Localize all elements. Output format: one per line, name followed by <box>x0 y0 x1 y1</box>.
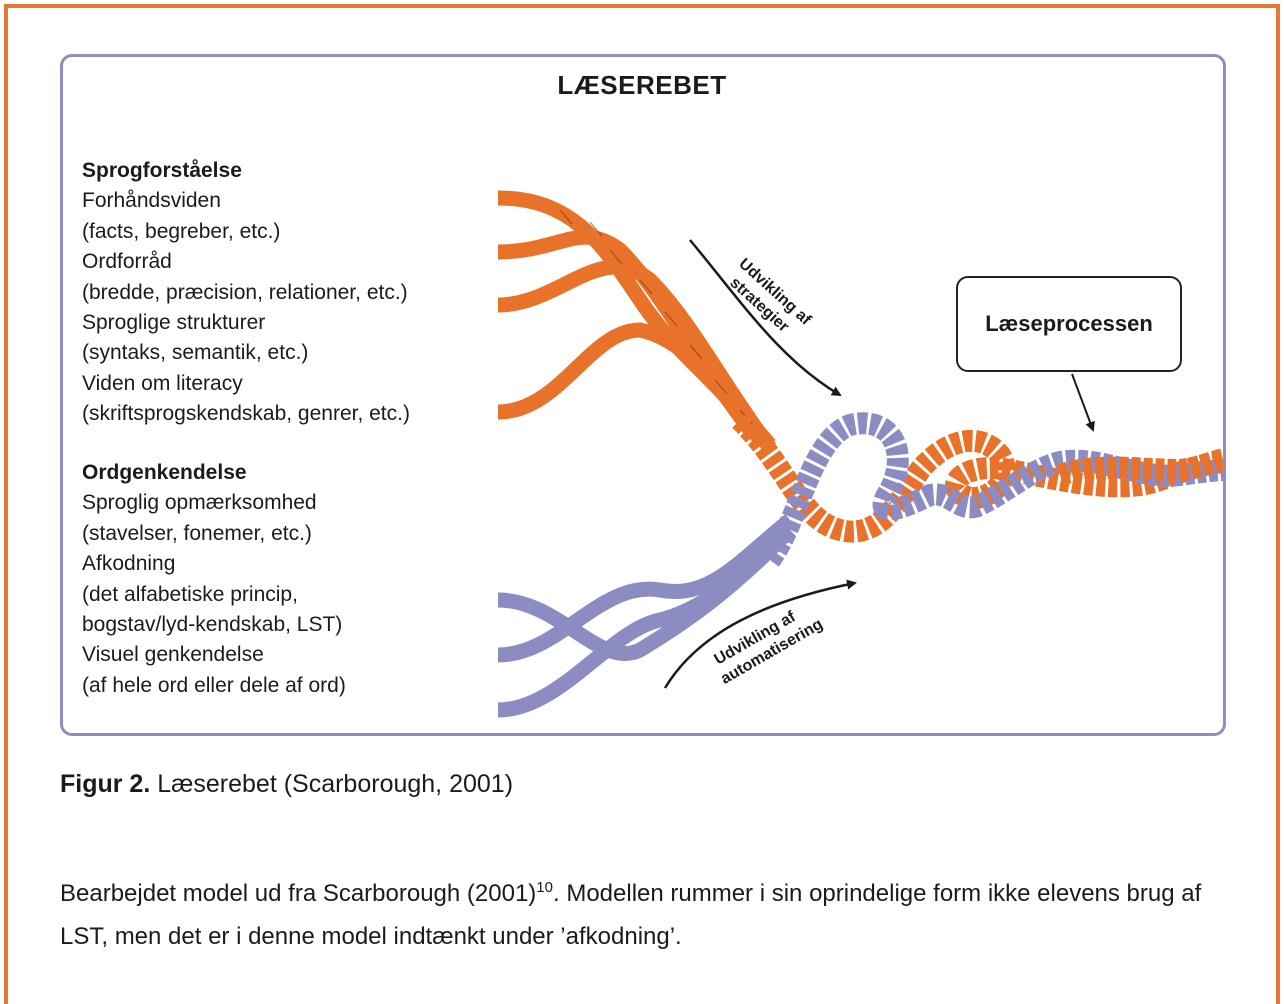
purple-strand <box>497 524 796 718</box>
figure-box <box>60 54 1226 736</box>
process-pointer-arrow <box>1071 373 1095 432</box>
word-recognition-item: (af hele ord eller dele af ord) <box>82 673 346 697</box>
strategies-arrow <box>689 239 842 397</box>
language-item: (facts, begreber, etc.) <box>82 219 281 243</box>
automation-arrow <box>663 579 857 689</box>
language-strands <box>497 190 777 453</box>
language-item: Forhåndsviden <box>82 189 221 213</box>
figure-note: Bearbejdet model ud fra Scarborough (200… <box>60 866 1240 958</box>
figure-title: LÆSEREBET <box>557 70 727 100</box>
orange-rope <box>732 412 1223 543</box>
caption-label: Figur 2. <box>60 770 151 798</box>
note-text-continued: . Modellen rummer i sin oprindelige form… <box>60 880 1202 950</box>
word-recognition-item: Sproglig opmærksomhed <box>82 491 317 515</box>
word-recognition-list: Ordgenkendelse Sproglig opmærksomhed (st… <box>82 458 346 701</box>
language-item: Viden om literacy <box>82 371 243 395</box>
word-recognition-item: Visuel genkendelse <box>82 643 264 667</box>
automation-label: Udvikling af automatisering <box>708 598 826 687</box>
word-recognition-heading: Ordgenkendelse <box>82 461 247 484</box>
note-text: Bearbejdet model ud fra Scarborough (200… <box>60 880 537 907</box>
purple-strand <box>497 514 795 663</box>
page-frame <box>4 4 1280 1004</box>
word-recognition-strands <box>497 514 796 718</box>
word-recognition-item: (stavelser, fonemer, etc.) <box>82 521 312 545</box>
caption-text: Læserebet (Scarborough, 2001) <box>150 770 514 798</box>
orange-strand <box>497 322 776 450</box>
word-recognition-item: (det alfabetiske princip, <box>82 582 298 606</box>
figure-caption: Figur 2. Læserebet (Scarborough, 2001) <box>60 770 513 799</box>
word-recognition-item: bogstav/lyd-kendskab, LST) <box>82 613 343 637</box>
reading-process-label: Læseprocessen <box>985 311 1153 336</box>
language-item: Sproglige strukturer <box>82 311 266 335</box>
strategies-label: Udvikling af strategier <box>722 255 817 346</box>
language-comprehension-list: Sprogforståelse Forhåndsviden (facts, be… <box>82 156 410 430</box>
language-item: (syntaks, semantik, etc.) <box>82 341 309 365</box>
language-item: (skriftsprogskendskab, genrer, etc.) <box>82 402 410 426</box>
reading-process-box: Læseprocessen <box>956 276 1182 372</box>
word-recognition-item: Afkodning <box>82 552 176 576</box>
note-footnote-ref: 10 <box>536 879 553 896</box>
language-item: (bredde, præcision, relationer, etc.) <box>82 280 408 304</box>
language-comprehension-heading: Sprogforståelse <box>82 159 242 182</box>
language-item: Ordforråd <box>82 250 172 274</box>
